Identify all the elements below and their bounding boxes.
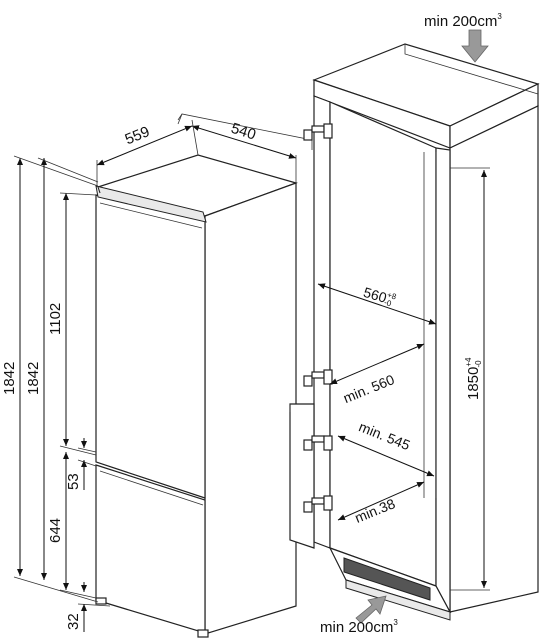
label-540: 540 bbox=[229, 120, 258, 144]
label-1842-inner: 1842 bbox=[25, 362, 42, 395]
label-32: 32 bbox=[65, 613, 82, 630]
dim-height-outer: 1842 bbox=[1, 155, 99, 603]
min-top-sup: 3 bbox=[497, 12, 502, 21]
hinges bbox=[303, 123, 333, 513]
svg-text:min 200cm3: min 200cm3 bbox=[320, 618, 398, 636]
dim-gap: 53 bbox=[65, 438, 97, 490]
label-1102: 1102 bbox=[47, 303, 64, 335]
label-53: 53 bbox=[65, 473, 82, 490]
label-1850-sub: -0 bbox=[474, 360, 483, 368]
svg-text:1850+4-0: 1850+4-0 bbox=[464, 357, 483, 400]
label-1850-sup: +4 bbox=[464, 357, 473, 367]
label-560-sup: +8 bbox=[386, 290, 398, 301]
min-bottom-text: min 200cm bbox=[320, 619, 393, 636]
min-ventilation-top: min 200cm3 bbox=[424, 12, 502, 30]
svg-text:min 200cm3: min 200cm3 bbox=[424, 12, 502, 30]
dim-lower-door: 644 bbox=[47, 452, 97, 599]
min-top-text: min 200cm bbox=[424, 13, 497, 30]
min-ventilation-bottom: min 200cm3 bbox=[320, 618, 398, 636]
arrow-down-icon bbox=[461, 29, 489, 63]
min-bottom-sup: 3 bbox=[393, 618, 398, 627]
appliance bbox=[95, 154, 298, 638]
label-1850-main: 1850 bbox=[465, 367, 482, 400]
dim-height-inner: 1842 bbox=[25, 157, 99, 580]
dim-upper-door: 1102 bbox=[47, 192, 97, 456]
dim-width: 540 bbox=[191, 120, 297, 183]
label-1842-outer: 1842 bbox=[1, 362, 18, 395]
dim-niche-width: 560+8-0 bbox=[317, 283, 437, 325]
door-outline bbox=[177, 113, 313, 150]
dim-foot: 32 bbox=[65, 582, 111, 632]
svg-text:560+8-0: 560+8-0 bbox=[361, 284, 397, 309]
label-644: 644 bbox=[47, 518, 64, 543]
arrow-up-right-icon bbox=[355, 595, 387, 624]
label-560-sub: -0 bbox=[383, 298, 393, 309]
label-560-main: 560 bbox=[362, 284, 389, 306]
dim-niche-height: 1850+4-0 bbox=[450, 167, 490, 591]
